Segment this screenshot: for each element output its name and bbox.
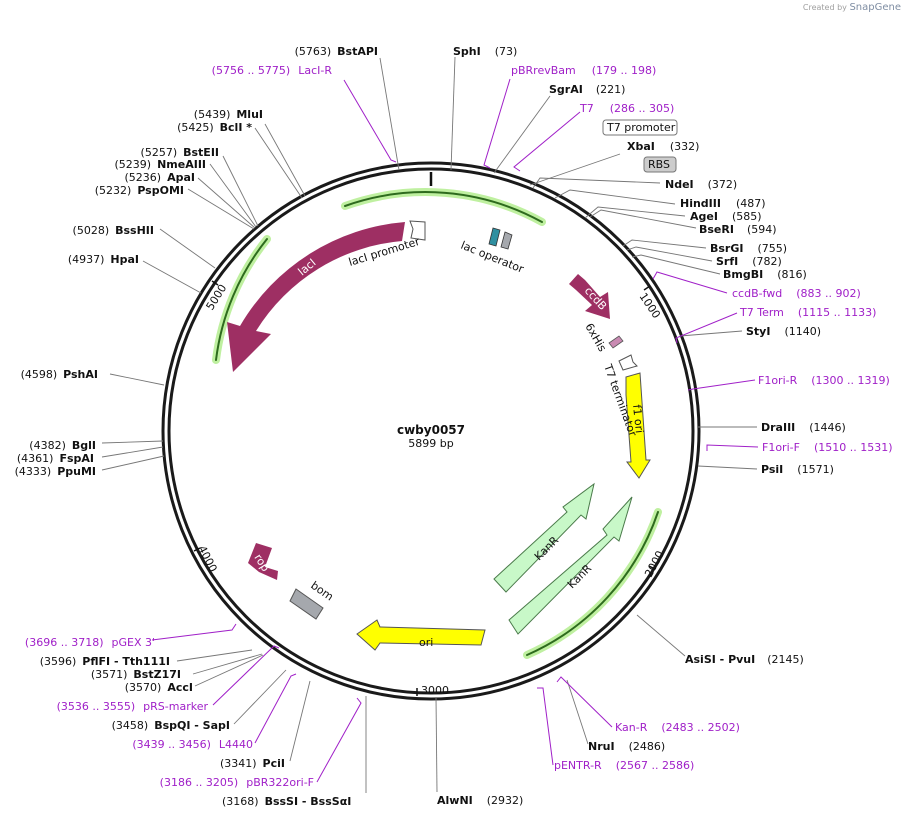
enzyme-right-name: BsrGI(755) xyxy=(710,242,787,255)
feature-t7-terminator[interactable] xyxy=(618,354,638,371)
enzyme-left-name: (5425)BclI * xyxy=(177,121,252,134)
enzyme-left-name: (3596)PflFI - Tth111I xyxy=(40,655,170,668)
enzyme-left-name: (4598)PshAI xyxy=(21,368,98,381)
primer-leaders xyxy=(151,78,759,783)
primer-right-label: pENTR-R(2567 .. 2586) xyxy=(554,759,694,772)
enzyme-left-name: (4382)BglI xyxy=(29,439,96,452)
feature-f1-ori[interactable] xyxy=(625,372,651,479)
enzyme-right-name: SrfI(782) xyxy=(716,255,782,268)
feature-highlights xyxy=(212,188,662,659)
label-ori: ori xyxy=(419,636,433,649)
enzyme-left-name: (4361)FspAI xyxy=(17,452,94,465)
primer-right-label: T7 Term(1115 .. 1133) xyxy=(739,306,876,319)
enzyme-right-name: AgeI(585) xyxy=(690,210,762,223)
enzyme-right-name: AlwNI(2932) xyxy=(437,794,523,807)
enzyme-left-name: (3570)AccI xyxy=(125,681,193,694)
credit-prefix: Created by xyxy=(802,3,847,12)
enzyme-left-name: (3458)BspQI - SapI xyxy=(112,719,230,732)
primer-left-label: (3696 .. 3718)pGEX 3' xyxy=(25,636,155,649)
feature-kanr-outer[interactable] xyxy=(508,496,633,635)
feature-6xhis[interactable] xyxy=(608,335,624,349)
feature-kanr-inner[interactable] xyxy=(493,482,595,593)
feature-rop[interactable] xyxy=(248,543,278,580)
highlight-laci-top-line xyxy=(344,191,543,223)
enzyme-right-name: SgrAI(221) xyxy=(549,83,625,96)
enzyme-right-name: SphI(73) xyxy=(453,45,517,58)
highlight-kanr-line xyxy=(526,511,659,656)
primer-right-label: ccdB-fwd(883 .. 902) xyxy=(732,287,861,300)
primer-right-label: pBRrevBam(179 .. 198) xyxy=(511,64,656,77)
primer-left-label: (3536 .. 3555)pRS-marker xyxy=(57,700,209,713)
enzyme-left-name: (3341)PciI xyxy=(220,757,285,770)
enzyme-right-name: DraIII(1446) xyxy=(761,421,846,434)
primer-right-label: F1ori-R(1300 .. 1319) xyxy=(758,374,890,387)
feature-ccdb[interactable] xyxy=(569,274,610,319)
enzyme-right-name: StyI(1140) xyxy=(746,325,821,338)
feature-laci[interactable] xyxy=(227,222,405,372)
feature-laci-promoter[interactable] xyxy=(409,220,426,241)
enzyme-right-name: AsiSI - PvuI(2145) xyxy=(685,653,804,666)
label-6xhis: 6xHis xyxy=(582,321,609,354)
svg-text:T7 promoter: T7 promoter xyxy=(606,121,676,134)
enzyme-right-name: XbaI(332) xyxy=(627,140,699,153)
boxed-label-rbs[interactable]: RBS xyxy=(643,156,677,173)
primer-left-label: (3439 .. 3456)L4440 xyxy=(132,738,253,751)
enzyme-left-name: (5236)ApaI xyxy=(125,171,195,184)
enzyme-left-name: (4937)HpaI xyxy=(68,253,139,266)
tick-1000: 1000 xyxy=(637,290,663,320)
snapgene-credit: Created by SnapGene xyxy=(803,2,901,13)
enzyme-left-name: (5257)BstEII xyxy=(141,146,219,159)
enzyme-right-name: NruI(2486) xyxy=(588,740,665,753)
enzyme-right-name: BseRI(594) xyxy=(699,223,777,236)
primer-right-label: F1ori-F(1510 .. 1531) xyxy=(762,441,893,454)
enzyme-left-name: (5763)BstAPI xyxy=(295,45,378,58)
svg-text:RBS: RBS xyxy=(648,158,670,171)
enzyme-right-name: NdeI(372) xyxy=(665,178,737,191)
boxed-label-t7-promoter[interactable]: T7 promoter xyxy=(602,119,678,136)
enzyme-left-name: (5232)PspOMI xyxy=(95,184,184,197)
plasmid-name: cwby0057 xyxy=(397,423,465,437)
feature-ori[interactable] xyxy=(356,619,486,651)
tick-4000: 4000 xyxy=(195,543,219,574)
snapgene-logo: SnapGene xyxy=(849,2,901,13)
label-bom: bom xyxy=(308,579,335,604)
feature-bom[interactable] xyxy=(289,588,324,620)
enzyme-right-name: PsiI(1571) xyxy=(761,463,834,476)
tick-3000: 3000 xyxy=(421,684,449,697)
primer-right-label: T7(286 .. 305) xyxy=(579,102,674,115)
enzyme-right-name: BmgBI(816) xyxy=(723,268,807,281)
enzyme-right-name: (3168)BssSI - BssSαI xyxy=(222,795,351,808)
feature-lac-operator[interactable] xyxy=(488,227,513,250)
enzyme-left-name: (5239)NmeAIII xyxy=(115,158,207,171)
enzyme-left-name: (5439)MluI xyxy=(194,108,263,121)
leader-lines xyxy=(101,56,758,793)
label-f1-ori: f1 ori xyxy=(630,404,646,434)
plasmid-backbone xyxy=(161,161,701,701)
label-kanr-outer: KanR xyxy=(565,562,595,592)
enzyme-right-name: HindIII(487) xyxy=(680,197,766,210)
highlight-laci-left-line xyxy=(215,238,268,361)
primer-left-label: (5756 .. 5775)LacI-R xyxy=(212,64,333,77)
enzyme-left-name: (4333)PpuMI xyxy=(15,465,96,478)
primer-left-label: (3186 .. 3205)pBR322ori-F xyxy=(160,776,314,789)
primer-right-label: Kan-R(2483 .. 2502) xyxy=(615,721,740,734)
enzyme-left-name: (3571)BstZ17I xyxy=(91,668,181,681)
enzyme-left-name: (5028)BssHII xyxy=(73,224,154,237)
plasmid-size: 5899 bp xyxy=(408,437,453,450)
